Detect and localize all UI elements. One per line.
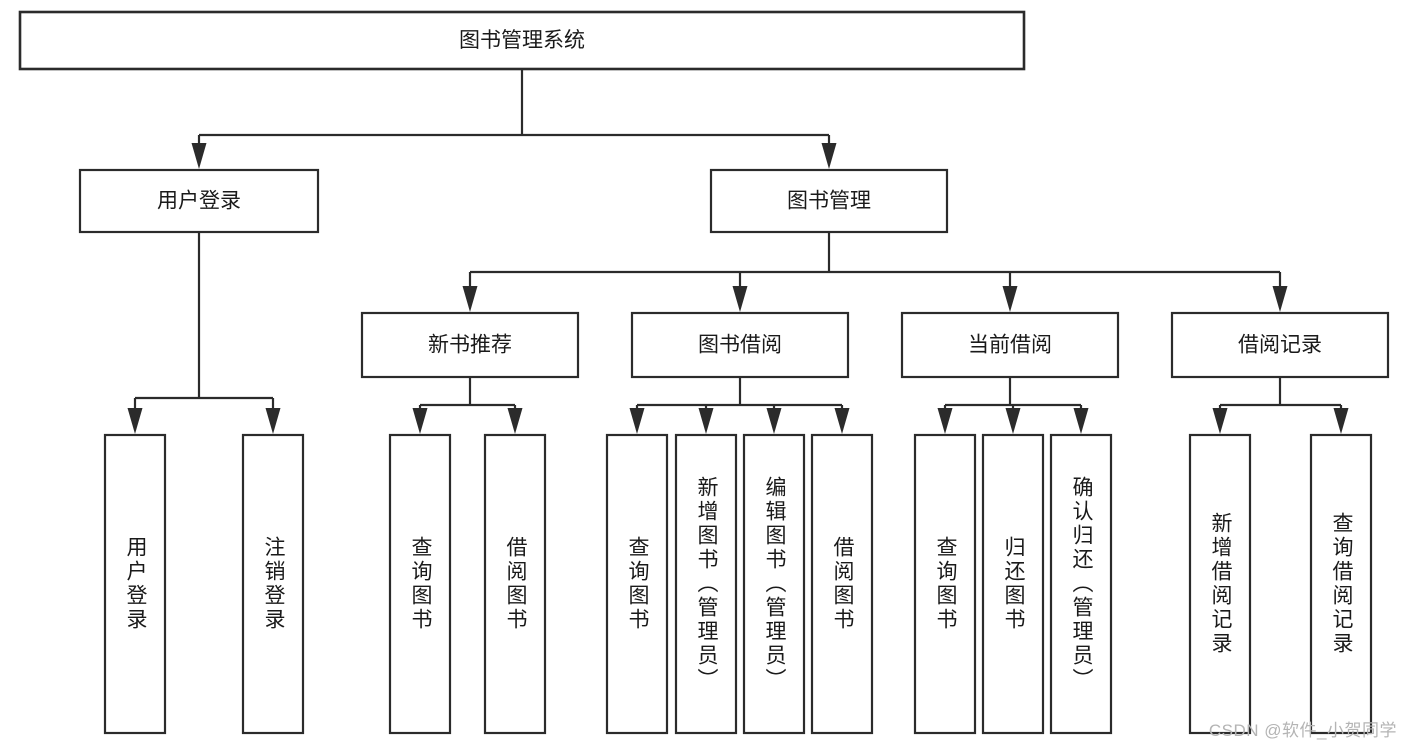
arrow-head-icon — [629, 408, 645, 434]
node-box-用户登录[interactable] — [78, 168, 320, 234]
arrow-head-icon — [1272, 286, 1288, 312]
node-box-新增图书管理员-leaf[interactable] — [674, 433, 738, 735]
node-box-用户登录-leaf[interactable] — [103, 433, 167, 735]
arrow-head-icon — [1212, 408, 1228, 434]
arrow-head-icon — [462, 286, 478, 312]
node-box-注销登录-leaf[interactable] — [241, 433, 305, 735]
node-box-图书管理[interactable] — [709, 168, 949, 234]
node-box-查询借阅记录-leaf[interactable] — [1309, 433, 1373, 735]
node-box-当前借阅[interactable] — [900, 311, 1120, 379]
arrow-head-icon — [1333, 408, 1349, 434]
arrow-head-icon — [191, 143, 207, 169]
connector-group-图书管理 — [462, 232, 1288, 312]
node-label-借阅记录: 借阅记录 — [1238, 334, 1322, 357]
arrow-head-icon — [1005, 408, 1021, 434]
node-label-图书借阅: 图书借阅 — [698, 334, 782, 357]
node-box-归还图书-leaf[interactable] — [981, 433, 1045, 735]
arrow-head-icon — [1073, 408, 1089, 434]
node-box-借阅记录[interactable] — [1170, 311, 1390, 379]
node-box-新增借阅记录-leaf[interactable] — [1188, 433, 1252, 735]
node-box-新书推荐[interactable] — [360, 311, 580, 379]
connector-group-当前借阅 — [937, 377, 1089, 434]
connector-group-图书管理系统 — [191, 69, 837, 169]
arrow-head-icon — [766, 408, 782, 434]
connector-edges-layer — [127, 69, 1349, 434]
node-label-图书管理系统: 图书管理系统 — [459, 29, 585, 52]
arrow-head-icon — [507, 408, 523, 434]
arrow-head-icon — [265, 408, 281, 434]
node-box-查询图书-leaf[interactable] — [605, 433, 669, 735]
arrow-head-icon — [834, 408, 850, 434]
connector-group-新书推荐 — [412, 377, 523, 434]
node-boxes-layer — [18, 10, 1390, 735]
connector-group-用户登录 — [127, 232, 281, 434]
node-box-图书管理系统[interactable] — [18, 10, 1026, 71]
node-label-新书推荐: 新书推荐 — [428, 334, 512, 357]
arrow-head-icon — [732, 286, 748, 312]
node-box-编辑图书管理员-leaf[interactable] — [742, 433, 806, 735]
node-box-查询图书-leaf[interactable] — [388, 433, 452, 735]
node-box-借阅图书-leaf[interactable] — [483, 433, 547, 735]
connector-group-借阅记录 — [1212, 377, 1349, 434]
node-label-图书管理: 图书管理 — [787, 190, 871, 213]
arrow-head-icon — [821, 143, 837, 169]
node-box-图书借阅[interactable] — [630, 311, 850, 379]
arrow-head-icon — [127, 408, 143, 434]
arrow-head-icon — [937, 408, 953, 434]
node-label-当前借阅: 当前借阅 — [968, 334, 1052, 357]
node-box-查询图书-leaf[interactable] — [913, 433, 977, 735]
connector-group-图书借阅 — [629, 377, 850, 434]
node-box-借阅图书-leaf[interactable] — [810, 433, 874, 735]
arrow-head-icon — [698, 408, 714, 434]
csdn-watermark: CSDN @软件_小贺同学 — [1208, 721, 1397, 740]
node-label-用户登录: 用户登录 — [157, 190, 241, 213]
node-box-确认归还管理员-leaf[interactable] — [1049, 433, 1113, 735]
arrow-head-icon — [1002, 286, 1018, 312]
arrow-head-icon — [412, 408, 428, 434]
